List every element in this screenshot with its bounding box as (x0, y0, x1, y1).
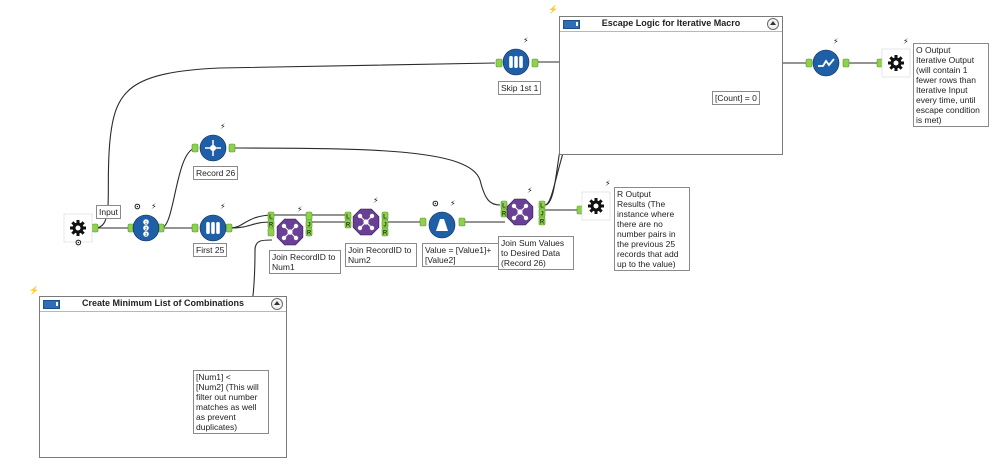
svg-text:L: L (383, 215, 387, 221)
lightning-icon: ⚡ (373, 196, 379, 205)
connection-anchor[interactable] (305, 211, 313, 221)
connection-anchor[interactable] (191, 143, 199, 153)
connection-anchor[interactable]: R (500, 208, 508, 218)
collapse-icon[interactable] (271, 298, 283, 310)
sample-icon[interactable] (199, 214, 227, 242)
lightning-icon: ⚡ (527, 186, 533, 195)
label-formula[interactable]: Value = [Value1]+ [Value2] (422, 243, 501, 267)
svg-text:L: L (540, 204, 544, 210)
container-title: Escape Logic for Iterative Macro (601, 18, 741, 28)
connection-anchor[interactable]: L (381, 211, 389, 221)
collapse-icon[interactable] (767, 18, 779, 30)
container-header[interactable]: Escape Logic for Iterative Macro (560, 17, 782, 32)
connection-anchor[interactable]: J (538, 208, 546, 218)
lightning-icon: ⚡ (450, 199, 456, 208)
formula-icon[interactable] (428, 211, 456, 239)
connection-anchor[interactable]: L (538, 200, 546, 210)
connection-anchor[interactable]: R (538, 216, 546, 226)
connection-anchor[interactable] (191, 223, 199, 233)
svg-text:J: J (383, 223, 386, 229)
container-title: Create Minimum List of Combinations (81, 298, 244, 308)
record-id-icon[interactable]: 123 (132, 214, 160, 242)
config-marker-icon: ⊙ (75, 238, 82, 247)
label-input[interactable]: Input (96, 205, 121, 219)
macro-input-icon[interactable] (63, 213, 93, 243)
label-first-25[interactable]: First 25 (193, 243, 228, 257)
connection-anchor[interactable] (225, 223, 233, 233)
container-icon (43, 300, 60, 309)
connection-wire[interactable] (160, 147, 196, 229)
svg-text:L: L (502, 204, 506, 210)
svg-text:J: J (540, 212, 543, 218)
connection-anchor[interactable]: L (500, 200, 508, 210)
label-filter-nums[interactable]: [Num1] < [Num2] (This will filter out nu… (193, 370, 269, 434)
svg-text:R: R (502, 212, 507, 218)
svg-text:3: 3 (145, 232, 148, 237)
label-o-output[interactable]: O Output Iterative Output (will contain … (913, 43, 989, 127)
lightning-icon: ⚡ (605, 179, 611, 188)
lightning-icon: ⚡ (297, 205, 303, 214)
lightning-icon: ⚡ (151, 202, 157, 211)
container-lightning-icon: ⚡ (29, 286, 39, 295)
label-join1[interactable]: Join RecordID to Num1 (269, 250, 341, 274)
connection-anchor[interactable]: R (344, 219, 352, 229)
connection-anchor[interactable]: J (381, 219, 389, 229)
connection-anchor[interactable] (842, 58, 850, 68)
connection-anchor[interactable] (531, 58, 539, 68)
lightning-icon: ⚡ (523, 36, 529, 45)
svg-text:R: R (540, 220, 545, 226)
connection-anchor[interactable]: R (267, 219, 275, 229)
join-icon[interactable] (506, 198, 534, 226)
test-icon[interactable] (812, 49, 840, 77)
svg-text:R: R (269, 223, 274, 229)
label-count-filter[interactable]: [Count] = 0 (712, 91, 760, 105)
join-icon[interactable] (352, 208, 380, 236)
macro-output-icon[interactable] (581, 191, 611, 221)
connection-anchor[interactable]: L (267, 211, 275, 221)
select-records-icon[interactable] (199, 134, 227, 162)
lightning-icon: ⚡ (220, 202, 226, 211)
config-marker-icon: ⊙ (432, 199, 439, 208)
connection-anchor[interactable]: R (381, 227, 389, 237)
lightning-icon: ⚡ (220, 122, 226, 131)
connection-anchor[interactable] (91, 223, 99, 233)
svg-text:2: 2 (145, 226, 148, 231)
join-icon[interactable] (276, 218, 304, 246)
svg-text:R: R (346, 223, 351, 229)
sample-icon[interactable] (502, 48, 530, 76)
label-record-26[interactable]: Record 26 (193, 166, 239, 180)
config-marker-icon: ⊙ (134, 202, 141, 211)
connection-anchor[interactable] (419, 217, 427, 227)
svg-text:R: R (383, 231, 388, 237)
svg-text:R: R (307, 231, 312, 237)
svg-text:J: J (307, 223, 310, 229)
connection-anchor[interactable] (805, 58, 813, 68)
connection-anchor[interactable] (495, 58, 503, 68)
connection-anchor[interactable] (458, 217, 466, 227)
svg-text:L: L (346, 215, 350, 221)
connection-anchor[interactable]: L (344, 211, 352, 221)
label-join2[interactable]: Join RecordID to Num2 (345, 243, 417, 267)
container-icon (563, 20, 580, 29)
label-join3[interactable]: Join Sum Values to Desired Data (Record … (498, 236, 574, 270)
container-escape-logic[interactable]: Escape Logic for Iterative Macro (559, 16, 783, 155)
connection-anchor[interactable]: R (305, 227, 313, 237)
container-lightning-icon: ⚡ (548, 5, 558, 14)
connection-wire[interactable] (234, 147, 501, 206)
connection-wire[interactable] (229, 221, 273, 229)
connection-anchor[interactable] (267, 227, 275, 237)
svg-text:L: L (269, 215, 273, 221)
connection-anchor[interactable]: J (305, 219, 313, 229)
macro-output-icon[interactable] (881, 48, 911, 78)
svg-text:1: 1 (145, 220, 148, 225)
label-skip-1st-1[interactable]: Skip 1st 1 (498, 81, 542, 95)
label-r-output[interactable]: R Output Results (The instance where the… (614, 187, 690, 271)
connection-anchor[interactable] (228, 143, 236, 153)
container-header[interactable]: Create Minimum List of Combinations (40, 297, 286, 312)
lightning-icon: ⚡ (833, 37, 839, 46)
lightning-icon: ⚡ (903, 37, 909, 46)
